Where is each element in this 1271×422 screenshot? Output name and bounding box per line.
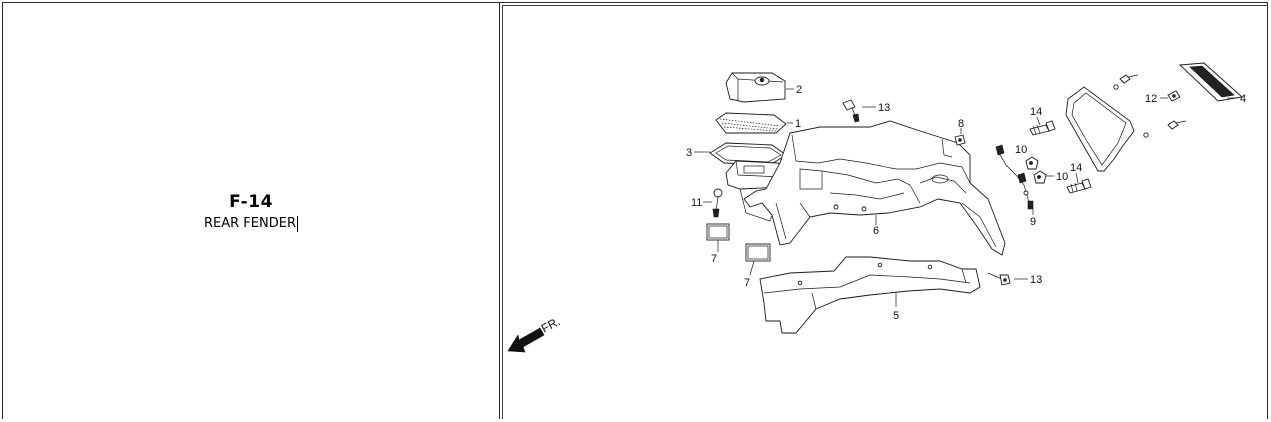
part-4-reflector: [1178, 62, 1243, 102]
callout-6: 6: [873, 225, 879, 237]
part-12-screws: [1119, 74, 1187, 130]
callout-1: 1: [795, 118, 801, 130]
section-caption-panel: F-14 REAR FENDER: [3, 3, 500, 419]
callout-13-a: 13: [878, 102, 890, 114]
part-8-clip-nut: [954, 134, 966, 146]
callout-13-b: 13: [1030, 274, 1042, 286]
callout-9: 9: [1030, 216, 1036, 228]
diagram-frame: [502, 5, 1267, 419]
part-11-bolt: [712, 188, 723, 218]
callout-10-b: 10: [1056, 171, 1068, 183]
part-5-splash-guard: [759, 256, 981, 334]
part-2-cover: [725, 72, 786, 103]
callout-4: 4: [1240, 93, 1246, 105]
callout-14-b: 14: [1070, 162, 1082, 174]
part-1-filter-element: [715, 112, 787, 134]
exploded-parts-diagram: 2 1 3 4 5 6 7 7 8 9 10 10 11 12 13 13 14…: [507, 62, 1246, 353]
callout-14-a: 14: [1030, 106, 1042, 118]
callout-12: 12: [1145, 93, 1157, 105]
callout-labels: 2 1 3 4 5 6 7 7 8 9 10 10 11 12 13 13 14…: [686, 84, 1246, 322]
section-code: F-14: [229, 192, 273, 212]
part-7-labels: [706, 223, 771, 276]
front-direction-indicator: FR.: [507, 314, 562, 353]
license-plate-bracket: [1065, 84, 1149, 172]
callout-3: 3: [686, 147, 692, 159]
front-arrow-icon: [507, 327, 545, 353]
callout-11: 11: [691, 197, 702, 209]
part-13-screw-upper: [842, 99, 860, 123]
part-13-screw-lower: [987, 272, 1011, 286]
section-title: REAR FENDER: [204, 216, 298, 232]
part-14-bolts: [1029, 116, 1092, 194]
callout-7-a: 7: [711, 253, 717, 265]
part-6-rear-fender: [743, 120, 1006, 256]
callout-7-b: 7: [744, 277, 750, 289]
callout-2: 2: [796, 84, 802, 96]
callout-10-a: 10: [1015, 144, 1027, 156]
section-caption: F-14 REAR FENDER: [3, 192, 499, 232]
callout-5: 5: [893, 310, 899, 322]
diagram-panel: 2 1 3 4 5 6 7 7 8 9 10 10 11 12 13 13 14…: [500, 3, 1267, 419]
callout-8: 8: [958, 118, 964, 130]
part-9-license-lamp-wire: [995, 144, 1034, 210]
part-10-grommets: [1025, 156, 1047, 184]
